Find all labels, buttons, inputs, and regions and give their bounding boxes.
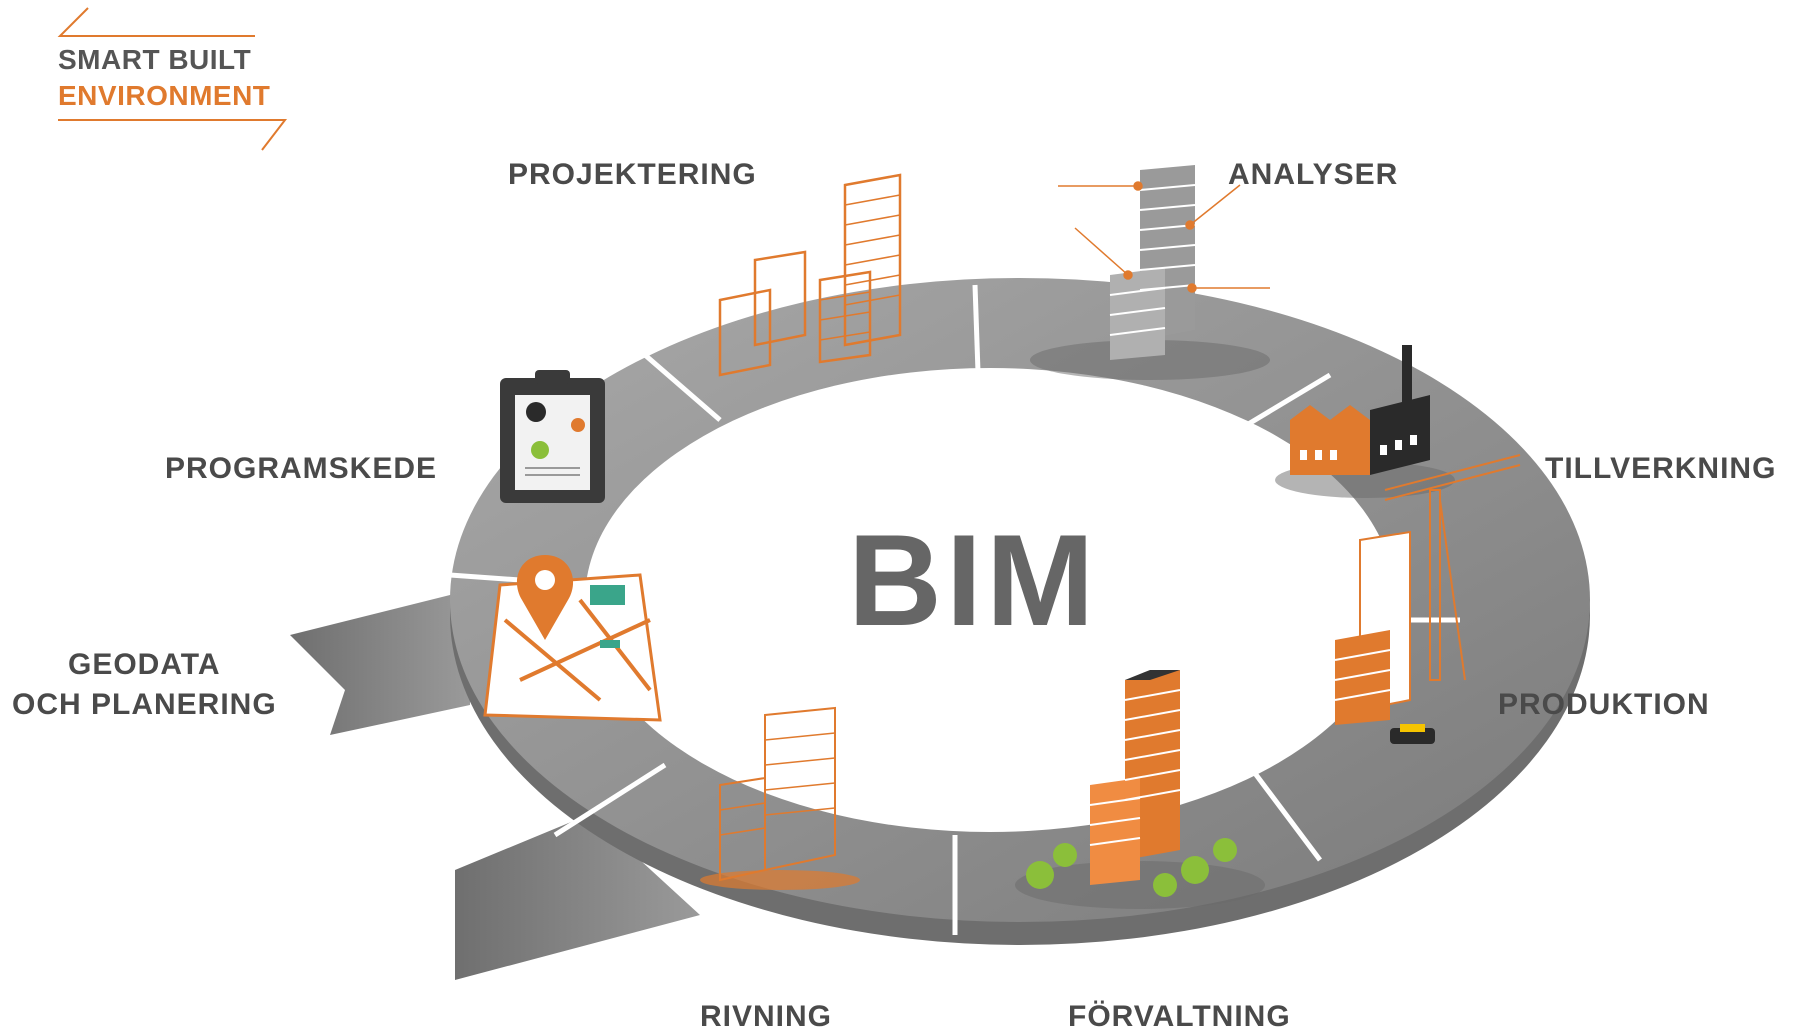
label-programskede: PROGRAMSKEDE bbox=[165, 452, 438, 485]
label-analyser: ANALYSER bbox=[1228, 158, 1399, 191]
label-geodata-line2: OCH PLANERING bbox=[12, 688, 277, 721]
smart-built-environment-logo: SMART BUILT ENVIRONMENT bbox=[58, 42, 270, 114]
logo-line-1: SMART BUILT bbox=[58, 44, 252, 75]
analyser-tower-icon bbox=[1030, 165, 1270, 380]
label-geodata-line1: GEODATA bbox=[68, 648, 221, 681]
logo-line-2: ENVIRONMENT bbox=[58, 80, 271, 111]
programskede-clipboard-icon bbox=[500, 370, 605, 503]
projektering-buildings-icon bbox=[718, 173, 902, 377]
label-forvaltning: FÖRVALTNING bbox=[1068, 1000, 1291, 1033]
geodata-map-icon bbox=[483, 555, 662, 722]
forvaltning-building-icon bbox=[1015, 670, 1265, 909]
label-rivning: RIVNING bbox=[700, 1000, 833, 1033]
rivning-demolition-icon bbox=[700, 706, 860, 890]
label-tillverkning: TILLVERKNING bbox=[1545, 452, 1777, 485]
arrow-tail-upper bbox=[290, 590, 470, 735]
label-produktion: PRODUKTION bbox=[1498, 688, 1710, 721]
center-title: BIM bbox=[848, 507, 1099, 653]
produktion-construction-icon bbox=[1334, 454, 1521, 744]
tillverkning-factory-icon bbox=[1275, 345, 1455, 498]
arrow-tail-lower bbox=[455, 810, 700, 980]
label-projektering: PROJEKTERING bbox=[508, 158, 757, 191]
logo-arrows-icon bbox=[57, 7, 288, 151]
